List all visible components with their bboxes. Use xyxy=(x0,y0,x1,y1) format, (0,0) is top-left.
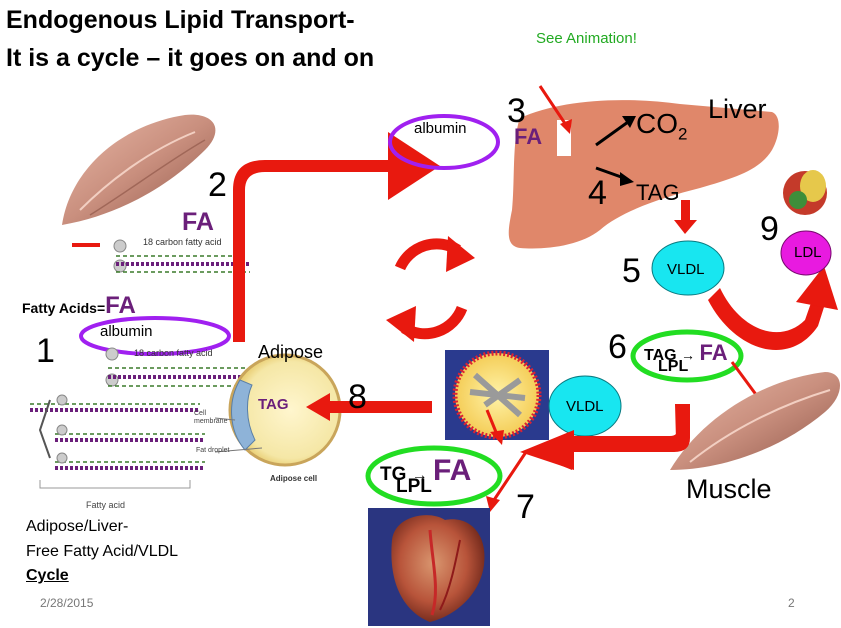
lpl-7-equation: TG → FA xyxy=(380,454,471,488)
fatty-acids-text: Fatty Acids= xyxy=(22,300,106,316)
fatty-acid-caption: Fatty acid xyxy=(86,500,126,510)
carbon-fatty-acid-label-top: 18 carbon fatty acid xyxy=(143,237,222,247)
caption-line2: Free Fatty Acid/VLDL xyxy=(26,543,179,560)
footer-page-number: 2 xyxy=(788,596,795,610)
step-number-9: 9 xyxy=(760,210,779,248)
albumin-left-ellipse xyxy=(79,316,231,356)
muscle-top-left-image xyxy=(62,114,216,225)
carbon-fatty-acid-label-middle: 18 carbon fatty acid xyxy=(134,348,213,358)
see-animation-link[interactable]: See Animation! xyxy=(536,30,637,47)
arrow-3 xyxy=(538,85,572,134)
vldl-liver-label: VLDL xyxy=(667,261,705,278)
lpl-6-equation: TAG → FA xyxy=(644,340,728,366)
caption-line3: Cycle xyxy=(26,567,69,584)
ldl-molecule-image xyxy=(783,170,827,215)
arrow-7 xyxy=(492,451,528,501)
step-number-6: 6 xyxy=(608,328,627,366)
step-number-5: 5 xyxy=(622,252,641,290)
vldl-circle-liver xyxy=(651,240,725,296)
albumin-top-label: albumin xyxy=(414,120,467,137)
liver-black-arrows xyxy=(595,116,636,186)
arrow-tag-to-vldl xyxy=(674,200,697,234)
fa-muscle-label: FA xyxy=(182,208,214,236)
footer-date: 2/28/2015 xyxy=(40,596,94,610)
co2-subscript: 2 xyxy=(678,124,688,144)
co2-text: CO xyxy=(636,108,678,139)
lpl-6-fa: FA xyxy=(699,340,728,365)
arrow-to-heart xyxy=(520,404,690,470)
muscle-label: Muscle xyxy=(686,474,772,504)
lpl-ellipse-7 xyxy=(365,445,503,507)
lpl-6-tag: TAG xyxy=(644,347,677,364)
adipose-cell-label: Adipose cell xyxy=(270,474,318,483)
ldl-label: LDL xyxy=(794,244,822,261)
step-number-8: 8 xyxy=(348,378,367,416)
lpl-6-arrow: → xyxy=(681,347,696,363)
step-number-1: 1 xyxy=(36,332,55,370)
lpl-7-tg: TG xyxy=(380,464,407,485)
vldl-muscle-label: VLDL xyxy=(566,398,604,415)
page-title-line2: It is a cycle – it goes on and on xyxy=(6,44,375,72)
fatty-acids-label: Fatty Acids=FA xyxy=(22,292,136,320)
fatty-acids-fa: FA xyxy=(105,292,136,319)
step-number-2: 2 xyxy=(208,166,227,204)
red-connector-bar xyxy=(233,286,245,342)
lipoprotein-particle-image xyxy=(445,350,549,440)
heart-image xyxy=(368,508,490,626)
fatty-acid-stack-image xyxy=(30,394,205,489)
albumin-top-ellipse xyxy=(388,114,500,170)
lpl-6-label: LPL xyxy=(658,358,689,375)
fatty-acid-chain-top xyxy=(72,239,250,273)
lpl-ellipse-6 xyxy=(630,329,744,383)
step-number-7: 7 xyxy=(516,488,535,526)
caption-line1: Adipose/Liver- xyxy=(26,518,129,535)
albumin-left-label: albumin xyxy=(100,323,153,340)
tag-liver-label: TAG xyxy=(636,180,680,205)
fat-droplet-label: Fat droplet xyxy=(196,447,230,454)
step-number-4: 4 xyxy=(588,174,607,212)
fa-liver-label: FA xyxy=(514,124,543,149)
fatty-acid-chain-middle xyxy=(105,347,245,387)
cell-membrane-label: Cell membrane xyxy=(194,410,228,425)
step-number-3: 3 xyxy=(507,92,526,130)
liver-label: Liver xyxy=(708,94,767,124)
adipose-label: Adipose xyxy=(258,342,324,362)
muscle-bottom-right-image xyxy=(670,372,840,470)
arrow-vldl-to-ldl xyxy=(708,266,838,350)
lpl-7-fa: FA xyxy=(432,454,472,487)
lpl-7-label: LPL xyxy=(396,476,432,497)
arrow-2 xyxy=(233,132,440,286)
ldl-circle xyxy=(780,230,832,276)
cycle-arrows xyxy=(386,236,475,342)
arrow-8 xyxy=(306,393,432,421)
tag-adipose-label: TAG xyxy=(258,396,289,413)
co2-label: CO2 xyxy=(636,108,687,145)
lpl-7-arrow: → xyxy=(411,467,428,484)
page-title-line1: Endogenous Lipid Transport- xyxy=(6,6,355,34)
